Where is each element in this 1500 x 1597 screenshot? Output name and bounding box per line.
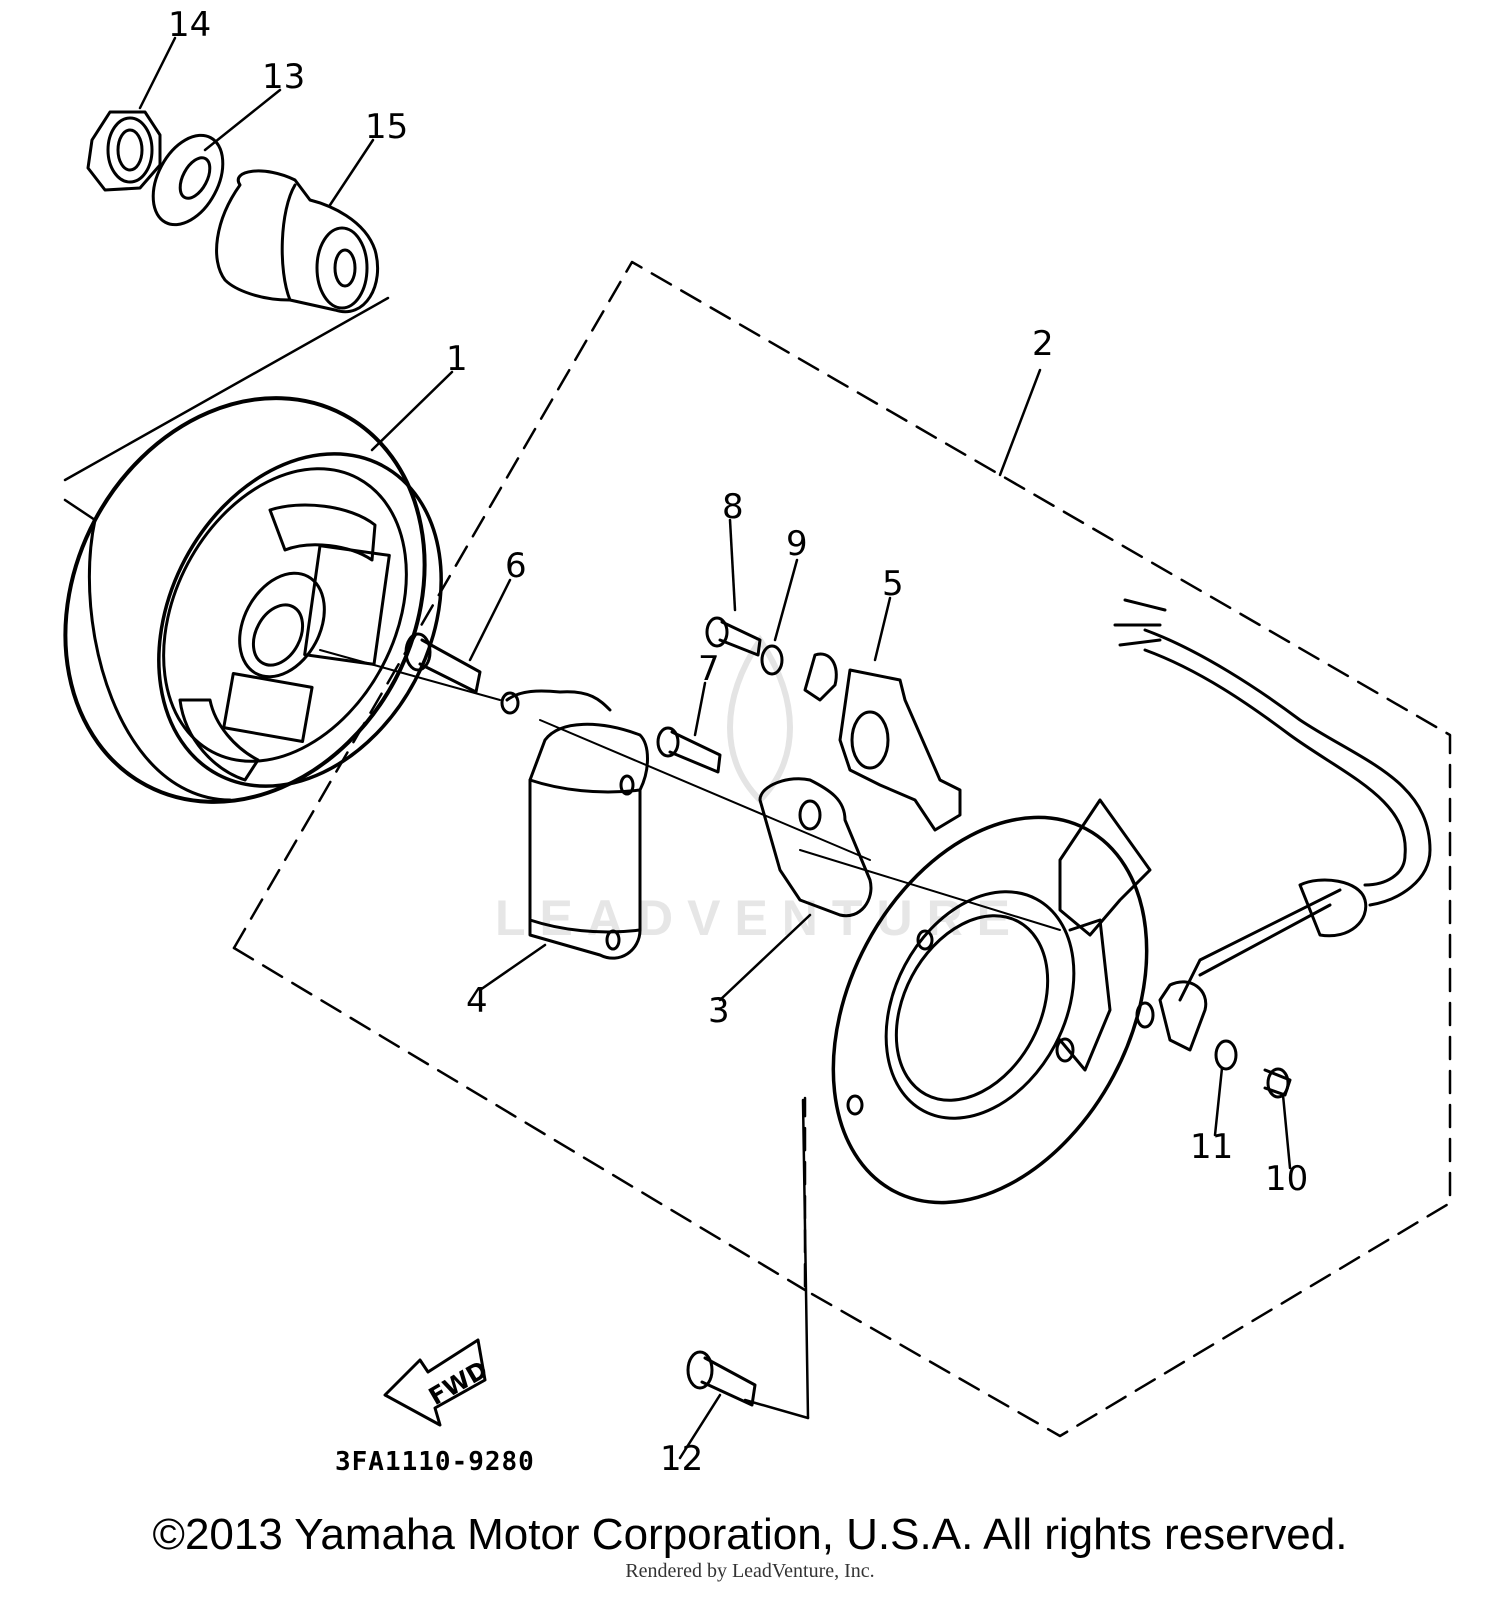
callout-4: 4 <box>466 981 488 1021</box>
screw-part-10 <box>1263 1067 1292 1099</box>
contact-breaker-part-5 <box>803 652 962 832</box>
collar-part-15 <box>215 169 380 314</box>
callout-1: 1 <box>446 339 468 379</box>
copyright-notice: ©2013 Yamaha Motor Corporation, U.S.A. A… <box>152 1510 1348 1559</box>
stator-assembly-boundary <box>232 260 1452 1438</box>
watermark: LEADVENTURE <box>495 634 1010 946</box>
callout-10: 10 <box>1265 1159 1308 1199</box>
fwd-arrow <box>383 1338 487 1427</box>
leader-line-12-boundary <box>801 1098 810 1420</box>
assembly-boundary-lower <box>232 946 807 1292</box>
callout-9: 9 <box>786 524 808 564</box>
flywheel-part-1 <box>63 396 443 804</box>
screw-part-8 <box>705 616 762 657</box>
diagram-code: 3FA1110-9280 <box>335 1447 535 1477</box>
washer-part-11 <box>1214 1039 1238 1071</box>
callout-3: 3 <box>708 991 730 1031</box>
callout-7: 7 <box>698 649 720 689</box>
bolt-part-6 <box>404 632 482 694</box>
stator-base-plate <box>831 798 1152 1205</box>
pulser-coil-part-3 <box>758 777 873 918</box>
leader-lines <box>138 36 1292 1460</box>
callout-2: 2 <box>1032 324 1054 364</box>
fwd-label: FWD <box>424 1355 492 1411</box>
screw-part-7 <box>656 726 722 774</box>
washer-part-9 <box>760 644 784 676</box>
callout-13: 13 <box>262 57 305 97</box>
callout-15: 15 <box>365 107 408 147</box>
callout-labels: 14 13 15 1 2 6 8 9 5 7 4 3 11 10 12 <box>168 5 1308 1479</box>
rendered-by-notice: Rendered by LeadVenture, Inc. <box>625 1560 875 1582</box>
screw-part-12 <box>686 1350 757 1407</box>
callout-5: 5 <box>882 564 904 604</box>
wire-harness <box>1113 598 1432 1052</box>
callout-12: 12 <box>660 1439 703 1479</box>
shaft-axis-line <box>63 296 390 482</box>
washer-part-13 <box>151 133 225 227</box>
nut-part-14 <box>86 110 162 192</box>
callout-11: 11 <box>1190 1127 1233 1167</box>
callout-6: 6 <box>505 546 527 586</box>
callout-14: 14 <box>168 5 211 45</box>
callout-8: 8 <box>722 487 744 527</box>
